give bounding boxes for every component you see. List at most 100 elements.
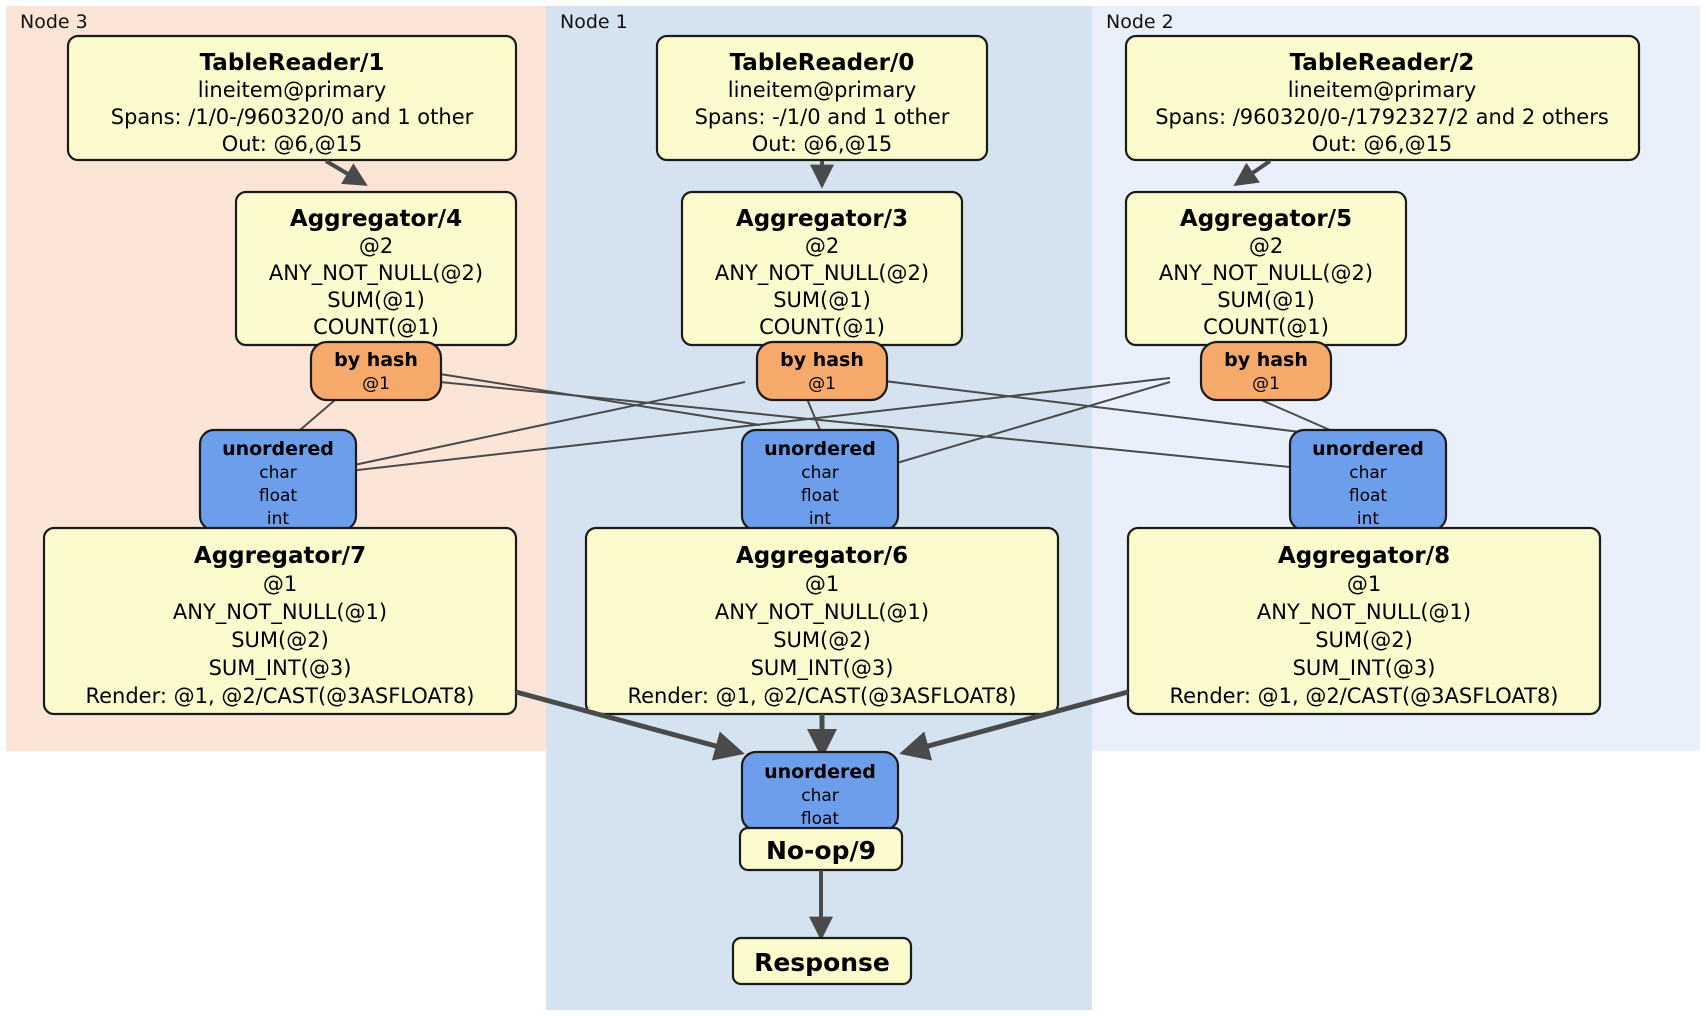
table-reader-0-group[interactable]: TableReader/0 lineitem@primary Spans: -/…	[655, 34, 989, 162]
aggregator-5-agg-3: COUNT(@1)	[1203, 315, 1329, 339]
router-by-hash-mid-column: @1	[808, 374, 836, 394]
router-by-hash-right-group[interactable]: by hash @1	[1199, 340, 1333, 402]
synchronizer-mid-type-2: float	[801, 486, 840, 506]
router-by-hash-right-title: by hash	[1224, 349, 1308, 371]
response-title: Response	[754, 948, 890, 977]
aggregator-8-group[interactable]: Aggregator/8 @1 ANY_NOT_NULL(@1) SUM(@2)…	[1126, 526, 1602, 716]
synchronizer-right-type-2: float	[1349, 486, 1388, 506]
aggregator-8-render: Render: @1, @2/CAST(@3ASFLOAT8)	[1169, 684, 1558, 708]
aggregator-8-title: Aggregator/8	[1278, 543, 1450, 569]
router-by-hash-mid-box[interactable]	[755, 340, 889, 402]
table-reader-2-out: Out: @6,@15	[1312, 132, 1453, 156]
aggregator-8-group-col: @1	[1347, 572, 1381, 596]
band-label-node-3: Node 3	[20, 11, 88, 33]
synchronizer-right-type-3: int	[1357, 509, 1379, 529]
synchronizer-left-group[interactable]: unordered char float int	[198, 428, 358, 532]
aggregator-7-agg-3: SUM_INT(@3)	[209, 656, 352, 681]
router-by-hash-left-column: @1	[362, 374, 390, 394]
aggregator-4-group[interactable]: Aggregator/4 @2 ANY_NOT_NULL(@2) SUM(@1)…	[234, 190, 518, 347]
band-label-node-2: Node 2	[1106, 11, 1174, 33]
final-synchronizer-type-2: float	[801, 809, 840, 829]
aggregator-7-agg-2: SUM(@2)	[231, 628, 329, 652]
aggregator-8-box[interactable]	[1126, 526, 1602, 716]
table-reader-2-spans: Spans: /960320/0-/1792327/2 and 2 others	[1155, 105, 1609, 129]
aggregator-6-title: Aggregator/6	[736, 543, 908, 569]
table-reader-0-table: lineitem@primary	[728, 78, 917, 102]
synchronizer-left-type-3: int	[267, 509, 289, 529]
aggregator-3-group-col: @2	[805, 234, 839, 258]
aggregator-8-agg-3: SUM_INT(@3)	[1293, 656, 1436, 681]
synchronizer-right-type-1: char	[1349, 463, 1387, 483]
aggregator-5-agg-2: SUM(@1)	[1217, 288, 1315, 312]
reader-to-aggregator-edges	[324, 159, 1272, 189]
synchronizer-right-group[interactable]: unordered char float int	[1288, 428, 1448, 532]
table-reader-1-group[interactable]: TableReader/1 lineitem@primary Spans: /1…	[66, 34, 518, 162]
aggregator-7-group[interactable]: Aggregator/7 @1 ANY_NOT_NULL(@1) SUM(@2)…	[42, 526, 518, 716]
router-mesh-edges	[299, 373, 1331, 473]
aggregator-7-title: Aggregator/7	[194, 543, 366, 569]
aggregator-4-group-col: @2	[359, 234, 393, 258]
router-by-hash-left-group[interactable]: by hash @1	[309, 340, 443, 402]
aggregator-7-agg-1: ANY_NOT_NULL(@1)	[173, 600, 387, 625]
aggregator-5-group-col: @2	[1249, 234, 1283, 258]
aggregator-3-group[interactable]: Aggregator/3 @2 ANY_NOT_NULL(@2) SUM(@1)…	[680, 190, 964, 347]
synchronizer-mid-group[interactable]: unordered char float int	[740, 428, 900, 532]
aggregator-8-agg-1: ANY_NOT_NULL(@1)	[1257, 600, 1471, 625]
synchronizer-left-type-2: float	[259, 486, 298, 506]
synchronizer-mid-title: unordered	[764, 438, 876, 460]
table-reader-1-box[interactable]	[66, 34, 518, 162]
aggregator-6-group-col: @1	[805, 572, 839, 596]
aggregator-6-render: Render: @1, @2/CAST(@3ASFLOAT8)	[627, 684, 1016, 708]
table-reader-1-out: Out: @6,@15	[222, 132, 363, 156]
synchronizer-left-type-1: char	[259, 463, 297, 483]
table-reader-1-table: lineitem@primary	[198, 78, 387, 102]
router-by-hash-left-title: by hash	[334, 349, 418, 371]
table-reader-2-table: lineitem@primary	[1288, 78, 1477, 102]
aggregator-7-render: Render: @1, @2/CAST(@3ASFLOAT8)	[85, 684, 474, 708]
table-reader-2-group[interactable]: TableReader/2 lineitem@primary Spans: /9…	[1124, 34, 1641, 162]
aggregator-8-agg-2: SUM(@2)	[1315, 628, 1413, 652]
router-by-hash-left-box[interactable]	[309, 340, 443, 402]
aggregator-3-agg-3: COUNT(@1)	[759, 315, 885, 339]
router-by-hash-right-box[interactable]	[1199, 340, 1333, 402]
aggregator-6-agg-1: ANY_NOT_NULL(@1)	[715, 600, 929, 625]
final-synchronizer-group[interactable]: unordered char float	[740, 750, 900, 832]
synchronizer-mid-type-1: char	[801, 463, 839, 483]
band-label-node-1: Node 1	[560, 11, 628, 33]
synchronizer-left-title: unordered	[222, 438, 334, 460]
aggregator-6-group[interactable]: Aggregator/6 @1 ANY_NOT_NULL(@1) SUM(@2)…	[584, 526, 1060, 716]
aggregator-4-title: Aggregator/4	[290, 206, 462, 232]
aggregator-5-title: Aggregator/5	[1180, 206, 1352, 232]
response-box[interactable]	[731, 936, 913, 986]
aggregator-to-final-sync-edges	[515, 689, 1129, 761]
table-reader-2-title: TableReader/2	[1290, 50, 1475, 76]
aggregator-4-agg-2: SUM(@1)	[327, 288, 425, 312]
table-reader-1-spans: Spans: /1/0-/960320/0 and 1 other	[111, 105, 474, 129]
aggregator-4-agg-1: ANY_NOT_NULL(@2)	[269, 261, 483, 286]
aggregator-6-agg-2: SUM(@2)	[773, 628, 871, 652]
final-synchronizer-title: unordered	[764, 761, 876, 783]
final-synchronizer-type-1: char	[801, 786, 839, 806]
table-reader-2-box[interactable]	[1124, 34, 1641, 162]
aggregator-5-group[interactable]: Aggregator/5 @2 ANY_NOT_NULL(@2) SUM(@1)…	[1124, 190, 1408, 347]
router-by-hash-mid-title: by hash	[780, 349, 864, 371]
aggregator-6-agg-3: SUM_INT(@3)	[751, 656, 894, 681]
synchronizer-right-title: unordered	[1312, 438, 1424, 460]
synchronizer-mid-type-3: int	[809, 509, 831, 529]
table-reader-1-title: TableReader/1	[200, 50, 385, 76]
response-group[interactable]: Response	[731, 936, 913, 986]
router-by-hash-mid-group[interactable]: by hash @1	[755, 340, 889, 402]
aggregator-3-agg-1: ANY_NOT_NULL(@2)	[715, 261, 929, 286]
table-reader-0-box[interactable]	[655, 34, 989, 162]
table-reader-0-title: TableReader/0	[730, 50, 915, 76]
noop-group[interactable]: No-op/9	[738, 826, 904, 872]
aggregator-7-group-col: @1	[263, 572, 297, 596]
table-reader-0-out: Out: @6,@15	[752, 132, 893, 156]
aggregator-7-box[interactable]	[42, 526, 518, 716]
aggregator-3-agg-2: SUM(@1)	[773, 288, 871, 312]
aggregator-4-agg-3: COUNT(@1)	[313, 315, 439, 339]
router-by-hash-right-column: @1	[1252, 374, 1280, 394]
table-reader-0-spans: Spans: -/1/0 and 1 other	[695, 105, 950, 129]
aggregator-3-title: Aggregator/3	[736, 206, 908, 232]
